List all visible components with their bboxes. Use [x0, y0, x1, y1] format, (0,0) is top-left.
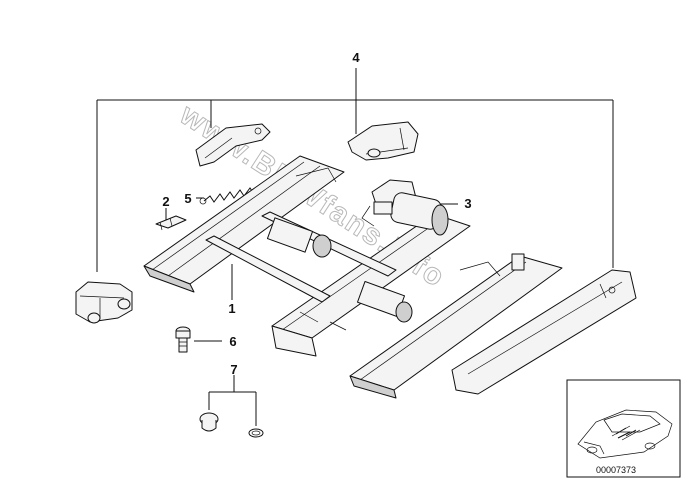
- bolt-part: [175, 326, 191, 353]
- seat-frame-part: [143, 155, 563, 399]
- inset-frame: [566, 379, 681, 478]
- callout-4-bracket: [96, 68, 614, 272]
- side-trim-part: [451, 269, 637, 395]
- clip-part: [155, 215, 187, 231]
- vehicle-inset: 00007373: [566, 379, 681, 478]
- callout-3-label: 3: [464, 196, 471, 211]
- car-outline-icon: [577, 409, 673, 459]
- callout-1-label: 1: [228, 301, 235, 316]
- callout-6-label: 6: [229, 334, 236, 349]
- o-ring-part: [248, 428, 264, 438]
- cover-upper-part: [195, 123, 271, 167]
- callout-2-label: 2: [162, 194, 169, 209]
- cover-front-right-part: [347, 121, 419, 161]
- leader-lines: [165, 197, 458, 426]
- callout-4-label: 4: [352, 50, 360, 65]
- callout-7-label: 7: [230, 362, 237, 377]
- cap-part: [199, 412, 219, 432]
- motor-assembly-part: [361, 179, 449, 236]
- inset-reference-number: 00007373: [596, 465, 636, 475]
- callout-5-label: 5: [184, 191, 191, 206]
- cover-rear-left-part: [75, 281, 133, 324]
